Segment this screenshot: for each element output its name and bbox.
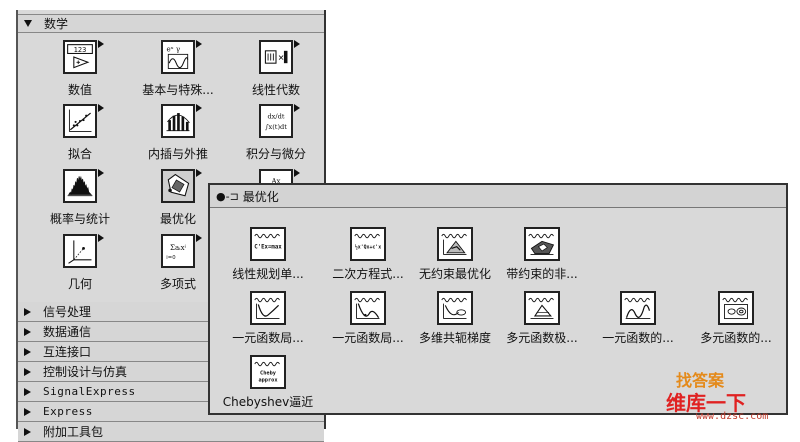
local-minimum-icon <box>250 291 286 325</box>
palette-tile-elementary-special[interactable]: eˣ γ 基本与特殊... <box>130 40 226 102</box>
palette-title: 最优化 <box>242 189 279 204</box>
watermark-line1: 找答案 <box>676 371 725 390</box>
pin-icon[interactable]: ●-⊐ <box>216 189 239 203</box>
optimization-icon <box>161 169 202 203</box>
palette-tile-fitting[interactable]: 拟合 <box>32 104 128 166</box>
probability-icon <box>63 169 104 203</box>
palette-tile-nd-extremum[interactable]: 多元函数极... <box>492 291 592 353</box>
palette-tile-chebyshev-approximation[interactable]: Cheby approx Chebyshev逼近 <box>218 355 318 417</box>
interpolation-icon <box>161 104 202 138</box>
tile-label: 多元函数的... <box>700 331 772 345</box>
tile-label: 带约束的非... <box>506 267 578 281</box>
svg-text:eˣ γ: eˣ γ <box>167 45 181 54</box>
tile-label: 几何 <box>67 277 92 291</box>
tile-label: Chebyshev逼近 <box>222 395 314 409</box>
tile-label: 概率与统计 <box>49 212 110 226</box>
collapse-triangle-icon[interactable] <box>24 407 31 416</box>
palette-tile-polynomial[interactable]: Σaᵢxⁱ i=0 多项式 <box>130 234 226 296</box>
palette-tile-nd-function[interactable]: 多元函数的... <box>686 291 786 353</box>
watermark-url: www.dzsc.com <box>696 411 769 422</box>
collapse-triangle-icon[interactable] <box>24 387 31 396</box>
optimization-palette-title-bar[interactable]: ●-⊐ 最优化 <box>210 185 786 208</box>
svg-text:C'Ex=max: C'Ex=max <box>254 244 282 250</box>
tile-label: 线性规划单... <box>232 267 304 281</box>
function-curve-icon <box>620 291 656 325</box>
tile-label: 数值 <box>67 83 92 97</box>
svg-text:Ax: Ax <box>270 176 280 185</box>
category-header-math[interactable]: 数学 <box>18 14 324 33</box>
palette-tile-numeric[interactable]: 123 数值 <box>32 40 128 102</box>
extremum-icon <box>524 291 560 325</box>
linear-programming-icon: C'Ex=max <box>250 227 286 261</box>
palette-tile-probability-statistics[interactable]: 概率与统计 <box>32 169 128 231</box>
chebyshev-icon: Cheby approx <box>250 355 286 389</box>
category-addons[interactable]: 附加工具包 <box>18 422 324 442</box>
collapse-triangle-icon[interactable] <box>24 347 31 356</box>
palette-tile-optimization[interactable]: 最优化 <box>130 169 226 231</box>
svg-text:Cheby: Cheby <box>260 371 277 377</box>
palette-tile-integration-differentiation[interactable]: dx/dt ∫x(t)dt 积分与微分 <box>228 104 324 166</box>
tile-label: 一元函数局... <box>332 331 404 345</box>
palette-tile-linear-programming[interactable]: C'Ex=max 线性规划单... <box>218 227 318 289</box>
tile-label: 线性代数 <box>251 83 300 97</box>
fitting-icon <box>63 104 104 138</box>
palette-tile-linear-algebra[interactable]: ✕ 线性代数 <box>228 40 324 102</box>
local-minimum-icon <box>350 291 386 325</box>
palette-tile-unconstrained-optimization[interactable]: 无约束最优化 <box>405 227 505 289</box>
svg-text:Σaᵢxⁱ: Σaᵢxⁱ <box>170 243 187 252</box>
tile-label: 基本与特殊... <box>142 83 214 97</box>
collapse-triangle-icon[interactable] <box>24 307 31 316</box>
linear-algebra-icon: ✕ <box>259 40 300 74</box>
tile-label: 一元函数的... <box>602 331 674 345</box>
palette-tile-1d-local-min-2[interactable]: 一元函数局... <box>318 291 418 353</box>
svg-text:½x'Qx+c'x: ½x'Qx+c'x <box>355 243 381 250</box>
integration-icon: dx/dt ∫x(t)dt <box>259 104 300 138</box>
palette-tile-conjugate-gradient[interactable]: 多维共轭梯度 <box>405 291 505 353</box>
tile-label: 多元函数极... <box>506 331 578 345</box>
svg-text:123: 123 <box>74 45 87 54</box>
palette-tile-geometry[interactable]: 几何 <box>32 234 128 296</box>
unconstrained-optimization-icon <box>437 227 473 261</box>
palette-tile-constrained-nonlinear[interactable]: 带约束的非... <box>492 227 592 289</box>
tile-label: 内插与外推 <box>147 147 208 161</box>
palette-tile-1d-local-min-1[interactable]: 一元函数局... <box>218 291 318 353</box>
collapse-triangle-icon[interactable] <box>24 327 31 336</box>
constrained-nonlinear-icon <box>524 227 560 261</box>
tile-label: 拟合 <box>67 147 92 161</box>
tile-label: 多维共轭梯度 <box>418 331 491 345</box>
polynomial-icon: Σaᵢxⁱ i=0 <box>161 234 202 268</box>
tile-label: 最优化 <box>159 212 196 226</box>
elementary-special-icon: eˣ γ <box>161 40 202 74</box>
category-label: 数学 <box>44 17 69 31</box>
svg-text:∫x(t)dt: ∫x(t)dt <box>265 123 287 131</box>
watermark-logo: 找答案 维库一下 www.dzsc.com <box>666 367 794 427</box>
conjugate-gradient-icon <box>437 291 473 325</box>
tile-label: 无约束最优化 <box>418 267 491 281</box>
svg-text:✕: ✕ <box>278 54 285 63</box>
svg-text:dx/dt: dx/dt <box>267 112 284 120</box>
optimization-palette: ●-⊐ 最优化 C'Ex=max 线性规划单... ½x'Qx+c'x 二次方程… <box>208 183 788 415</box>
expand-triangle-icon[interactable] <box>24 20 32 27</box>
tile-label: 二次方程式... <box>332 267 404 281</box>
tile-label: 多项式 <box>159 277 196 291</box>
geometry-icon <box>63 234 104 268</box>
tile-label: 积分与微分 <box>245 147 306 161</box>
svg-text:i=0: i=0 <box>166 255 176 261</box>
quadratic-programming-icon: ½x'Qx+c'x <box>350 227 386 261</box>
contour-icon <box>718 291 754 325</box>
collapse-triangle-icon[interactable] <box>24 367 31 376</box>
numeric-icon: 123 <box>63 40 104 74</box>
palette-tile-interpolation[interactable]: 内插与外推 <box>130 104 226 166</box>
math-function-grid: 123 数值 eˣ γ 基本与特殊... <box>18 34 324 302</box>
palette-tile-1d-function[interactable]: 一元函数的... <box>588 291 688 353</box>
svg-text:approx: approx <box>258 378 278 384</box>
palette-tile-quadratic-programming[interactable]: ½x'Qx+c'x 二次方程式... <box>318 227 418 289</box>
tile-label: 一元函数局... <box>232 331 304 345</box>
watermark-line2: 维库一下 <box>666 391 746 415</box>
